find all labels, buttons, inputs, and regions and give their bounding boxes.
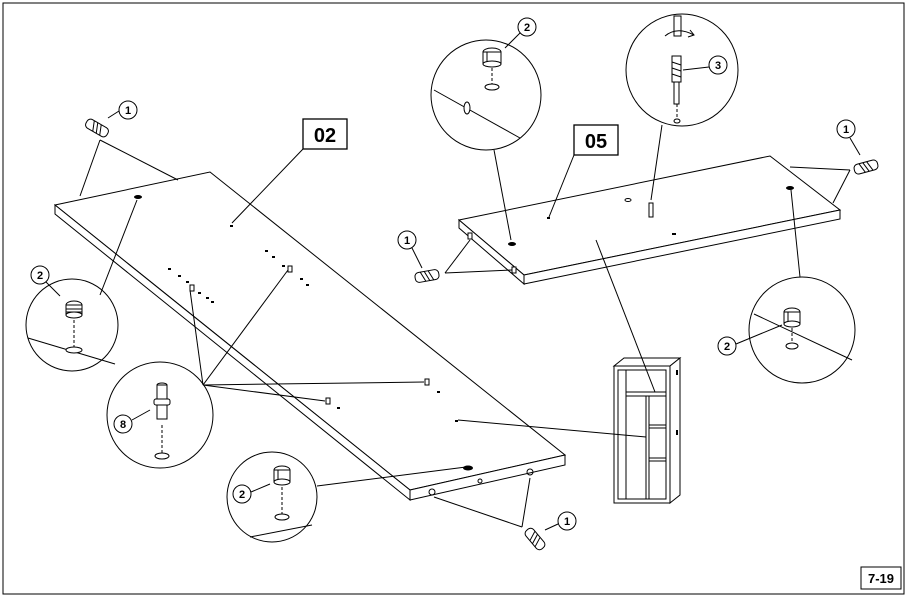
callout-dowel-right: 1 [836,119,861,156]
panel-05-holes [467,186,794,274]
detail-cam-lock-bottom: 2 [226,451,467,543]
cam-bolt-icon [153,382,171,420]
callout-dowel-label-3: 1 [404,235,410,247]
callout-dowel-top-left: 1 [107,100,138,120]
page-number: 7-19 [868,571,894,586]
callout-cam-lock-label-4: 2 [724,341,730,353]
detail-cam-lock-right: 2 [717,189,856,384]
panel-02-bolts [189,265,430,405]
callout-dowel-bottom: 1 [544,511,577,531]
detail-screwdriver: 3 [625,13,739,201]
callout-cam-lock-label-2: 2 [239,489,245,501]
dowel-icon [524,527,546,551]
cam-lock-icon [65,300,83,319]
callout-dowel-left: 1 [397,230,423,269]
panel-05-label: 05 [548,124,619,218]
panel-02-holes [134,195,473,471]
page-number-box: 7-19 [860,566,902,590]
callout-cam-lock-label-3: 2 [524,22,530,34]
panel-02-label: 02 [231,118,348,224]
panel-05 [457,155,842,286]
dowel-icon [853,159,879,175]
callout-cam-bolt-label: 8 [120,419,126,431]
detail-cam-bolt: 8 [106,269,425,469]
callout-dowel-label-2: 1 [564,516,570,528]
panel-05-label-text: 05 [585,131,607,153]
panel-02 [53,171,567,502]
cam-lock-icon [273,465,291,486]
dowel-icon [414,269,440,283]
callout-screw-label: 3 [715,60,721,72]
cam-lock-icon [783,307,801,328]
screw-icon [671,55,682,105]
detail-cam-lock-top: 2 [430,17,542,241]
cam-lock-icon [482,47,502,68]
dowel-icon [85,118,109,138]
callout-dowel-label: 1 [125,105,131,117]
cabinet-overview [612,356,682,505]
callout-cam-lock-label: 2 [37,270,43,282]
panel-02-label-text: 02 [314,125,336,147]
callout-dowel-label-4: 1 [843,124,849,136]
detail-cam-lock-left: 2 [25,199,138,372]
